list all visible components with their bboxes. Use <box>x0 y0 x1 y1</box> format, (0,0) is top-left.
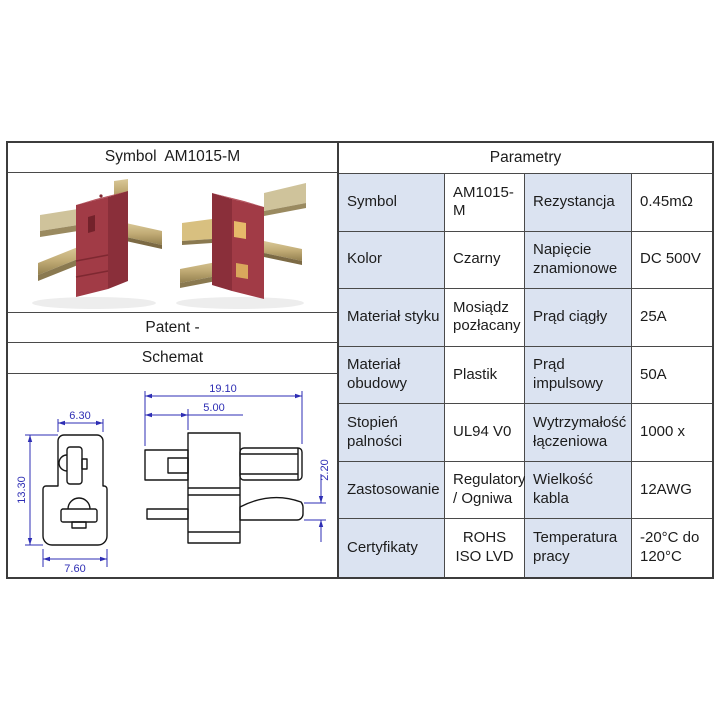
lower-left-blade-contact <box>38 246 78 275</box>
technical-drawing: 6.30 13.30 7.60 19.10 5.00 2.20 <box>16 383 331 575</box>
shadow <box>176 296 304 309</box>
schemat-header: Schemat <box>8 343 337 375</box>
dim-front-top-width: 6.30 <box>69 410 90 422</box>
parameters-column: Parametry Symbol AM1015-M Rezystancja 0.… <box>339 143 712 577</box>
symbol-header: Symbol AM1015-M <box>8 143 337 173</box>
dim-side-total-length: 19.10 <box>209 383 237 395</box>
param-value: Regulatory / Ogniwa <box>445 461 526 519</box>
param-value: DC 500V <box>632 231 712 289</box>
param-label: Stopień palności <box>339 404 445 461</box>
spec-table: Symbol AM1015-M <box>6 141 714 579</box>
param-label: Napięcie znamionowe <box>525 231 632 289</box>
param-value: Plastik <box>445 346 525 404</box>
param-value: AM1015-M <box>445 174 525 231</box>
side-view-outline <box>144 432 304 544</box>
param-label: Rezystancja <box>525 174 632 231</box>
gold-socket-glint <box>234 220 246 239</box>
product-photo <box>32 178 306 309</box>
param-value: Czarny <box>445 231 525 289</box>
param-label: Symbol <box>339 174 445 231</box>
front-view-outline <box>42 434 108 546</box>
param-value: 25A <box>632 289 712 346</box>
param-label: Temperatura pracy <box>525 519 632 577</box>
body-side-face <box>108 190 128 289</box>
param-value: ROHS ISO LVD <box>445 519 525 577</box>
body-front-face <box>76 196 108 297</box>
param-value: 50A <box>632 346 712 404</box>
mid-right-blade-contact <box>264 240 302 261</box>
param-label: Wytrzymałość łączeniowa <box>525 404 632 461</box>
param-value: 1000 x <box>632 404 712 461</box>
param-label: Zastosowanie <box>339 461 445 519</box>
param-value: -20°C do 120°C <box>632 519 712 577</box>
param-label: Materiał styku <box>339 289 445 346</box>
dim-side-front-length: 5.00 <box>203 402 224 414</box>
param-label: Wielkość kabla <box>525 461 632 519</box>
table-row: Stopień palności UL94 V0 Wytrzymałość łą… <box>339 404 712 462</box>
dimension-arrows <box>27 393 324 562</box>
body-front-face <box>232 198 264 299</box>
body-top-face <box>76 190 128 205</box>
body-top-face <box>212 192 264 207</box>
param-label: Prąd impulsowy <box>525 346 632 404</box>
table-row: Symbol AM1015-M Rezystancja 0.45mΩ <box>339 174 712 232</box>
shadow <box>32 296 156 309</box>
param-label: Certyfikaty <box>339 519 445 577</box>
param-label: Prąd ciągły <box>525 289 632 346</box>
table-row: Zastosowanie Regulatory / Ogniwa Wielkoś… <box>339 461 712 520</box>
technical-drawing-cell: 6.30 13.30 7.60 19.10 5.00 2.20 <box>8 374 337 577</box>
param-value: 0.45mΩ <box>632 174 712 231</box>
table-row: Materiał styku Mosiądz pozłacany Prąd ci… <box>339 289 712 347</box>
deans-connector-left <box>32 178 162 309</box>
dim-front-height: 13.30 <box>16 476 28 504</box>
right-blade-contact <box>126 222 162 245</box>
dim-side-blade-thickness: 2.20 <box>319 459 331 480</box>
upper-left-tab-contact <box>182 218 212 241</box>
parameters-table: Symbol AM1015-M Rezystancja 0.45mΩ Kolor… <box>339 174 712 577</box>
upper-left-blade-contact <box>40 208 78 231</box>
param-label: Kolor <box>339 231 445 289</box>
body-side-face <box>212 192 232 291</box>
left-column: Symbol AM1015-M <box>8 143 339 577</box>
param-value: Mosiądz pozłacany <box>445 289 525 346</box>
param-value: UL94 V0 <box>445 404 525 461</box>
dim-front-bottom-width: 7.60 <box>64 563 85 575</box>
deans-connector-right <box>176 182 306 309</box>
param-value: 12AWG <box>632 461 712 519</box>
table-row: Materiał obudowy Plastik Prąd impulsowy … <box>339 346 712 405</box>
gold-socket-glint <box>236 262 248 279</box>
product-photo-cell <box>8 173 337 313</box>
table-row: Kolor Czarny Napięcie znamionowe DC 500V <box>339 231 712 290</box>
patent-row: Patent - <box>8 313 337 344</box>
table-row: Certyfikaty ROHS ISO LVD Temperatura pra… <box>339 519 712 577</box>
parameters-header: Parametry <box>339 143 712 174</box>
dimension-labels: 6.30 13.30 7.60 19.10 5.00 2.20 <box>16 383 331 575</box>
top-right-blade-contact <box>264 182 306 211</box>
dimension-lines <box>25 391 326 568</box>
param-label: Materiał obudowy <box>339 346 445 404</box>
